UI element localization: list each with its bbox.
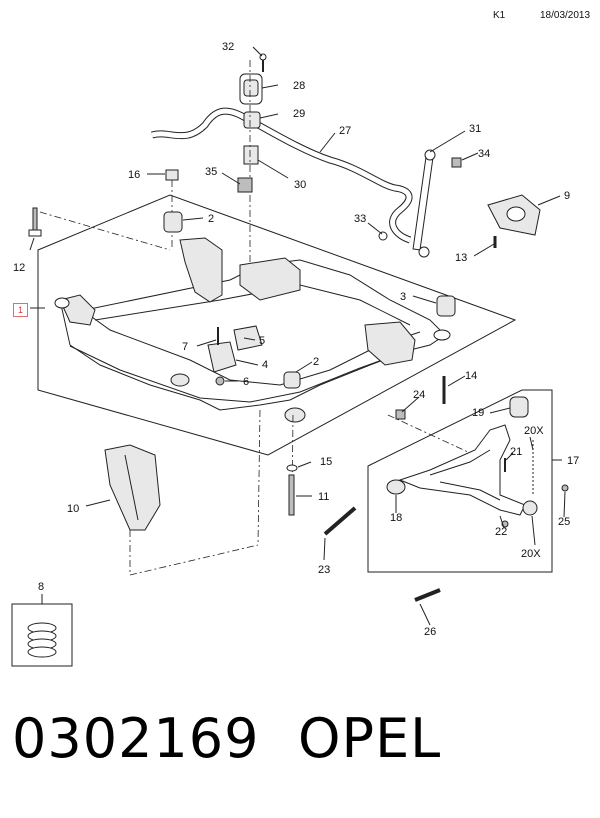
- callout-23: 23: [318, 564, 330, 576]
- bushing-18: [386, 479, 406, 495]
- callout-2-lower: 2: [313, 356, 319, 368]
- callout-15: 15: [320, 456, 332, 468]
- brand-name: OPEL: [298, 707, 442, 770]
- stabilizer-bushing: [243, 111, 261, 129]
- callout-13: 13: [455, 252, 467, 264]
- callout-7: 7: [182, 341, 188, 353]
- stabilizer-bracket: [243, 145, 259, 165]
- callout-32: 32: [222, 41, 234, 53]
- callout-14: 14: [465, 370, 477, 382]
- callout-22: 22: [495, 526, 507, 538]
- callout-2-upper: 2: [208, 213, 214, 225]
- callout-20x-lower: 20X: [521, 548, 541, 560]
- nut-34: [451, 157, 462, 168]
- subframe-bushing-rear: [436, 295, 456, 317]
- bracket-10: [104, 444, 161, 531]
- nut-6: [215, 376, 225, 386]
- callout-3: 3: [400, 291, 406, 303]
- callout-34: 34: [478, 148, 490, 160]
- diagram-date: 18/03/2013: [540, 10, 591, 21]
- stabilizer-nut: [237, 177, 253, 193]
- callout-24: 24: [413, 389, 425, 401]
- callout-26: 26: [424, 626, 436, 638]
- subframe-bushing-upper: [163, 211, 183, 233]
- callout-33: 33: [354, 213, 366, 225]
- bolt-26: [414, 588, 441, 602]
- spring-icon: [27, 622, 57, 658]
- bracket-5: [233, 325, 263, 351]
- callout-27: 27: [339, 125, 351, 137]
- bolt-23: [323, 506, 357, 536]
- lower-control-arm: [398, 424, 526, 516]
- bushing-19: [509, 396, 529, 418]
- callout-17: 17: [567, 455, 579, 467]
- callout-5: 5: [259, 335, 265, 347]
- nut-25: [561, 484, 569, 492]
- reference-box-1: 1: [13, 303, 28, 317]
- nut-24: [395, 409, 406, 420]
- sheet-code: K1: [493, 10, 506, 21]
- washer-15: [286, 464, 298, 472]
- stabilizer-link: [412, 154, 434, 251]
- callout-6: 6: [243, 376, 249, 388]
- bolt-11: [288, 474, 295, 516]
- callout-11: 11: [318, 491, 329, 503]
- callout-18: 18: [390, 512, 402, 524]
- callout-4: 4: [262, 359, 268, 371]
- nut-16: [165, 169, 179, 181]
- callout-35: 35: [205, 166, 217, 178]
- callout-12: 12: [13, 262, 25, 274]
- callout-8: 8: [38, 581, 44, 593]
- subframe-outline-frame: [37, 194, 517, 456]
- callout-16: 16: [128, 169, 140, 181]
- callout-29: 29: [293, 108, 305, 120]
- control-arm-outline-frame: [367, 389, 553, 573]
- callout-20x-upper: 20X: [524, 425, 544, 437]
- subframe-bushing-lower: [283, 371, 301, 389]
- callout-28: 28: [293, 80, 305, 92]
- callout-31: 31: [469, 123, 481, 135]
- callout-30: 30: [294, 179, 306, 191]
- callout-19: 19: [472, 407, 484, 419]
- callout-21: 21: [510, 446, 522, 458]
- callout-9: 9: [564, 190, 570, 202]
- bolt-33: [378, 231, 388, 241]
- ball-joint: [522, 500, 538, 516]
- part-number: 0302169: [12, 707, 260, 770]
- callout-25: 25: [558, 516, 570, 528]
- callout-10: 10: [67, 503, 79, 515]
- bracket-4: [207, 341, 237, 373]
